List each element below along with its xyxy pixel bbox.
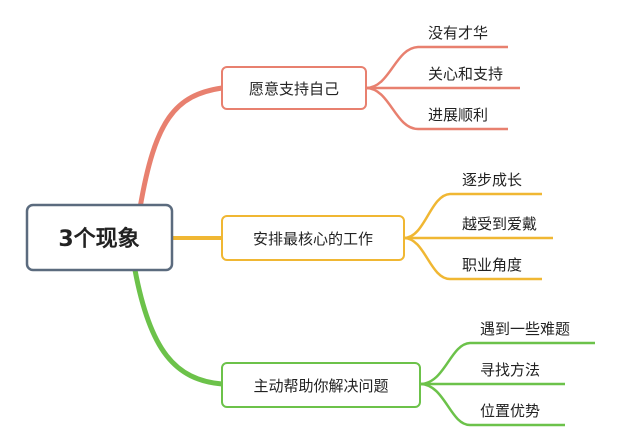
- leaf-1-1: 没有才华: [428, 24, 488, 42]
- leaf-connector-2-1: [403, 192, 542, 240]
- leaf-2-1: 逐步成长: [462, 171, 522, 189]
- leaf-connector-1-1: [365, 45, 508, 90]
- leaf-3-2: 寻找方法: [480, 361, 540, 379]
- branch-node-3-box: [221, 362, 421, 408]
- leaf-3-3: 位置优势: [480, 402, 540, 420]
- branch-node-1-label: 愿意支持自己: [249, 80, 339, 98]
- leaf-3-1: 遇到一些难题: [480, 320, 570, 338]
- root-node-box: [25, 203, 174, 272]
- leaf-connector-3-3: [419, 382, 565, 427]
- leaf-connector-2-3: [403, 236, 542, 281]
- leaf-2-3: 职业角度: [462, 256, 522, 274]
- branch-node-1-box: [221, 66, 367, 110]
- root-node-label: 3个现象: [58, 226, 139, 252]
- branch-node-2-box: [221, 215, 405, 261]
- leaf-2-2: 越受到爱戴: [462, 215, 537, 233]
- root-connector-3: [132, 267, 225, 387]
- root-connector-1: [137, 85, 225, 211]
- branch-node-3-label: 主动帮助你解决问题: [253, 377, 388, 395]
- branch-node-2-label: 安排最核心的工作: [253, 230, 373, 248]
- leaf-1-3: 进展顺利: [428, 106, 488, 124]
- leaf-1-2: 关心和支持: [428, 65, 503, 83]
- leaf-connector-3-1: [419, 341, 595, 386]
- leaf-connector-1-3: [365, 86, 508, 131]
